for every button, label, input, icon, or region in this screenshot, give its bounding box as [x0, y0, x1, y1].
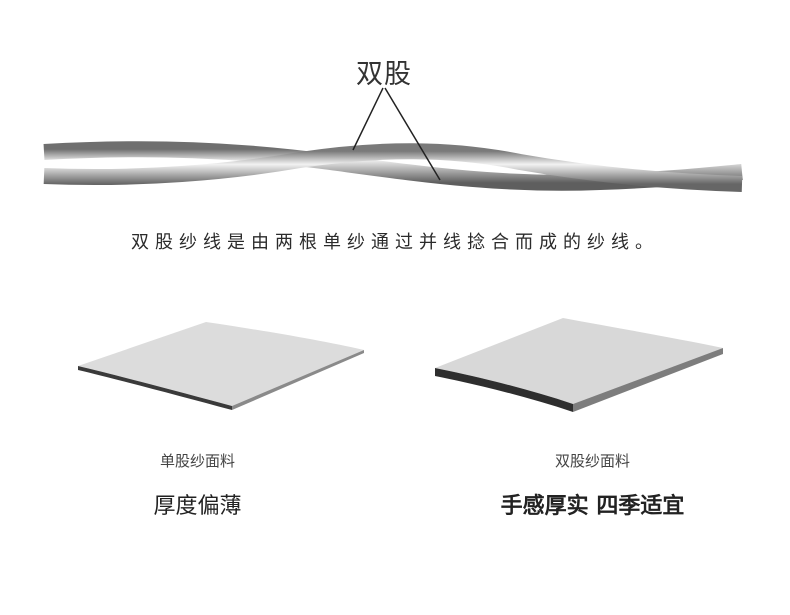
double-yarn-fabric-panel: 双股纱面料 手感厚实 四季适宜 [395, 300, 790, 600]
pointer-line-left [352, 87, 384, 151]
double-fabric-name: 双股纱面料 [554, 452, 630, 470]
double-fabric-feature: 手感厚实 四季适宜 [500, 494, 685, 519]
single-fabric-feature: 厚度偏薄 [153, 494, 242, 519]
twisted-yarn-section: 双股 [0, 0, 790, 230]
twisted-yarn-illustration [43, 87, 743, 192]
yarn-label: 双股 [356, 59, 412, 90]
thin-fabric-swatch [78, 322, 364, 410]
pointer-line-right [384, 87, 441, 181]
single-yarn-fabric-panel: 单股纱面料 厚度偏薄 [0, 300, 395, 600]
thick-fabric-swatch [435, 318, 723, 412]
yarn-strand-2 [43, 143, 743, 192]
yarn-caption: 双股纱线是由两根单纱通过并线捻合而成的纱线。 [131, 232, 659, 253]
single-fabric-name: 单股纱面料 [159, 452, 235, 470]
